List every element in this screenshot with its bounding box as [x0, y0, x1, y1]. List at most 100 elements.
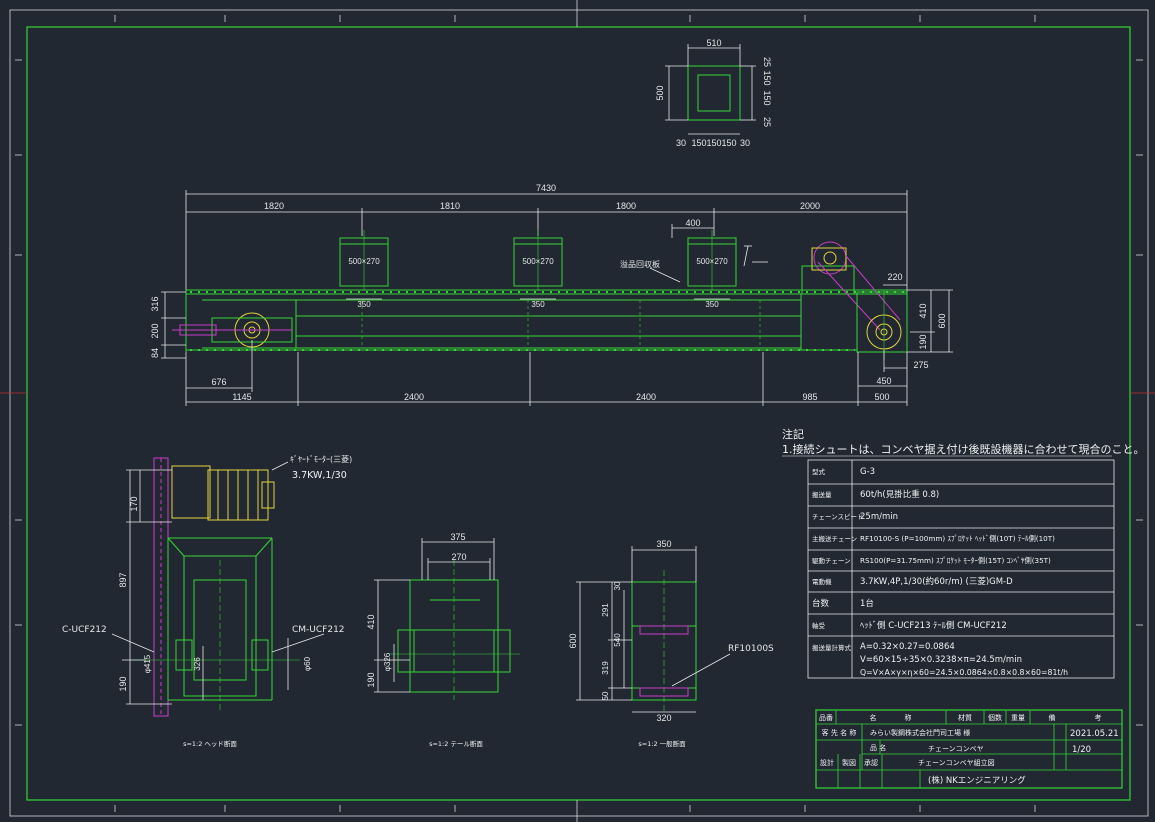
dim-span-2: 1810: [440, 201, 460, 211]
spec-label-3: 主搬送チェーン: [812, 534, 857, 543]
dim-50: 50: [601, 691, 610, 700]
dim-410: 410: [918, 303, 928, 318]
dim-897: 897: [118, 572, 128, 587]
motor-spec: 3.7KW,1/30: [292, 470, 347, 481]
top-view: 510 25 150 150 25 500 30 150 150 150 30: [655, 38, 772, 148]
caption-tail: s=1:2 テール断面: [429, 739, 483, 748]
dim-25b: 25: [762, 117, 772, 127]
tb-company: (株) NKエンジニアリング: [928, 775, 1026, 786]
dim-phi415: φ415: [143, 654, 152, 673]
motor-label: ｷﾞﾔｰﾄﾞﾓｰﾀｰ(三菱): [290, 454, 352, 464]
dim-84: 84: [150, 348, 160, 358]
dim-190-head: 190: [118, 676, 128, 691]
dim-326-head: 326: [193, 657, 202, 671]
dim-170: 170: [129, 496, 139, 511]
bearing-left-label: C-UCF212: [62, 625, 107, 635]
chute-350-1: 350: [357, 300, 371, 309]
spec-calc-3: Q=V×A×γ×η×60=24.5×0.0864×0.8×0.8×60=81t/…: [860, 668, 1068, 677]
chute-350-3: 350: [705, 300, 719, 309]
dim-316: 316: [150, 296, 160, 311]
section-tail: 375 270 410 190 φ326 s=1:2 テール断面: [366, 532, 520, 748]
dim-540: 540: [613, 633, 622, 647]
spec-label-5: 電動機: [812, 577, 832, 586]
spec-label-6: 台数: [812, 598, 830, 609]
spec-label-7: 軸受: [812, 621, 826, 630]
dim-200: 200: [150, 323, 160, 338]
dim-400: 400: [685, 218, 700, 228]
spec-label-4: 駆動チェーン: [812, 556, 851, 565]
dim-25a: 25: [762, 57, 772, 67]
tb-header-6: 備: [1049, 713, 1056, 722]
notes: 注記 1.接続シュートは、コンベヤ据え付け後既設機器に合わせて現合のこと。: [782, 427, 1145, 457]
chain-label: RF10100S: [728, 644, 774, 654]
tb-header-4: 個数: [988, 713, 1002, 722]
spec-label-2: チェーンスピード: [812, 513, 864, 521]
dim-190-tail: 190: [366, 672, 376, 687]
chute-label-3: 500×270: [696, 257, 728, 266]
spec-value-0: G-3: [860, 467, 875, 477]
dim-375: 375: [450, 532, 465, 542]
chute-label-2: 500×270: [522, 257, 554, 266]
notes-title: 注記: [782, 427, 804, 441]
caption-head: s=1:2 ヘッド断面: [183, 739, 237, 748]
dim-450: 450: [876, 376, 891, 386]
dim-500-main: 500: [874, 392, 889, 402]
tb-header-5: 重量: [1011, 714, 1025, 722]
notes-line-1: 1.接続シュートは、コンベヤ据え付け後既設機器に合わせて現合のこと。: [782, 442, 1145, 456]
dim-2400b: 2400: [636, 392, 656, 402]
dim-span-1: 1820: [264, 201, 284, 211]
tb-customer-label: 客 先 名 称: [822, 728, 857, 737]
spec-value-1: 60t/h(見掛比重 0.8): [860, 489, 939, 500]
dim-600-gen: 600: [568, 633, 578, 648]
chute-label-1: 500×270: [348, 257, 380, 266]
tb-customer: みらい製鋼株式会社門司工場 様: [870, 728, 970, 737]
dim-150b: 150: [762, 90, 772, 105]
dim-291: 291: [601, 603, 610, 617]
spec-value-7: ﾍｯﾄﾞ側 C-UCF213 ﾃｰﾙ側 CM-UCF212: [860, 620, 1007, 631]
tb-date: 2021.05.21: [1070, 729, 1119, 739]
tb-header-7: 考: [1095, 714, 1102, 722]
dim-676: 676: [211, 377, 226, 387]
dim-510: 510: [706, 38, 721, 48]
tb-scale: 1/20: [1072, 745, 1091, 755]
dim-span-4: 2000: [800, 201, 820, 211]
caption-general: s=1:2 一般断面: [638, 739, 686, 748]
spec-table: 型式 G-3 搬送量 60t/h(見掛比重 0.8) チェーンスピード 25m/…: [807, 459, 1115, 679]
dim-overall: 7430: [536, 183, 556, 193]
dim-350-gen: 350: [656, 539, 671, 549]
dim-30-gen: 30: [613, 581, 622, 590]
tb-header-1: 名: [870, 713, 877, 722]
tb-header-0: 品番: [819, 714, 833, 722]
spec-calc-label: 搬送量計算式: [812, 643, 852, 652]
dim-150c: 150: [691, 138, 706, 148]
spec-calc-1: A=0.32×0.27=0.0864: [860, 642, 955, 652]
tb-drawing: チェーンコンベヤ組立図: [918, 758, 995, 767]
dim-319: 319: [601, 661, 610, 675]
tb-item-label: 品 名: [870, 743, 886, 752]
dim-150d: 150: [706, 138, 721, 148]
dim-span-3: 1800: [616, 201, 636, 211]
chute-350-2: 350: [531, 300, 545, 309]
tb-role-1: 製図: [842, 758, 856, 767]
tb-product: チェーンコンベヤ: [928, 745, 984, 753]
section-general: 350 30 291 600 540 319 50 320 RF10100S s…: [568, 539, 774, 748]
tail-sprocket: [172, 312, 293, 348]
head-drive: [801, 241, 908, 360]
dim-600-main: 600: [937, 313, 947, 328]
dim-phi60: φ60: [303, 656, 312, 671]
label-overflow-plate: 溢品回収板: [620, 259, 660, 269]
title-block: 品番 名 称 材質 個数 重量 備 考 客 先 名 称 みらい製鋼株式会社門司工…: [815, 709, 1123, 789]
main-view: 7430 1820 1810 1800 2000 400 500×270 500…: [150, 183, 953, 406]
dim-30b: 30: [740, 138, 750, 148]
dim-320: 320: [656, 713, 671, 723]
spec-label-0: 型式: [812, 467, 826, 476]
dim-275: 275: [913, 360, 928, 370]
dim-985: 985: [802, 392, 817, 402]
dim-150e: 150: [721, 138, 736, 148]
dim-30a: 30: [676, 138, 686, 148]
dim-220: 220: [887, 272, 902, 282]
tb-header-2: 称: [905, 713, 912, 722]
spec-value-6: 1台: [860, 598, 874, 609]
spec-value-3: RF10100-S (P=100mm) ｽﾌﾟﾛｹｯﾄ ﾍｯﾄﾞ側(10T) ﾃ…: [860, 534, 1055, 543]
dim-150a: 150: [762, 70, 772, 85]
